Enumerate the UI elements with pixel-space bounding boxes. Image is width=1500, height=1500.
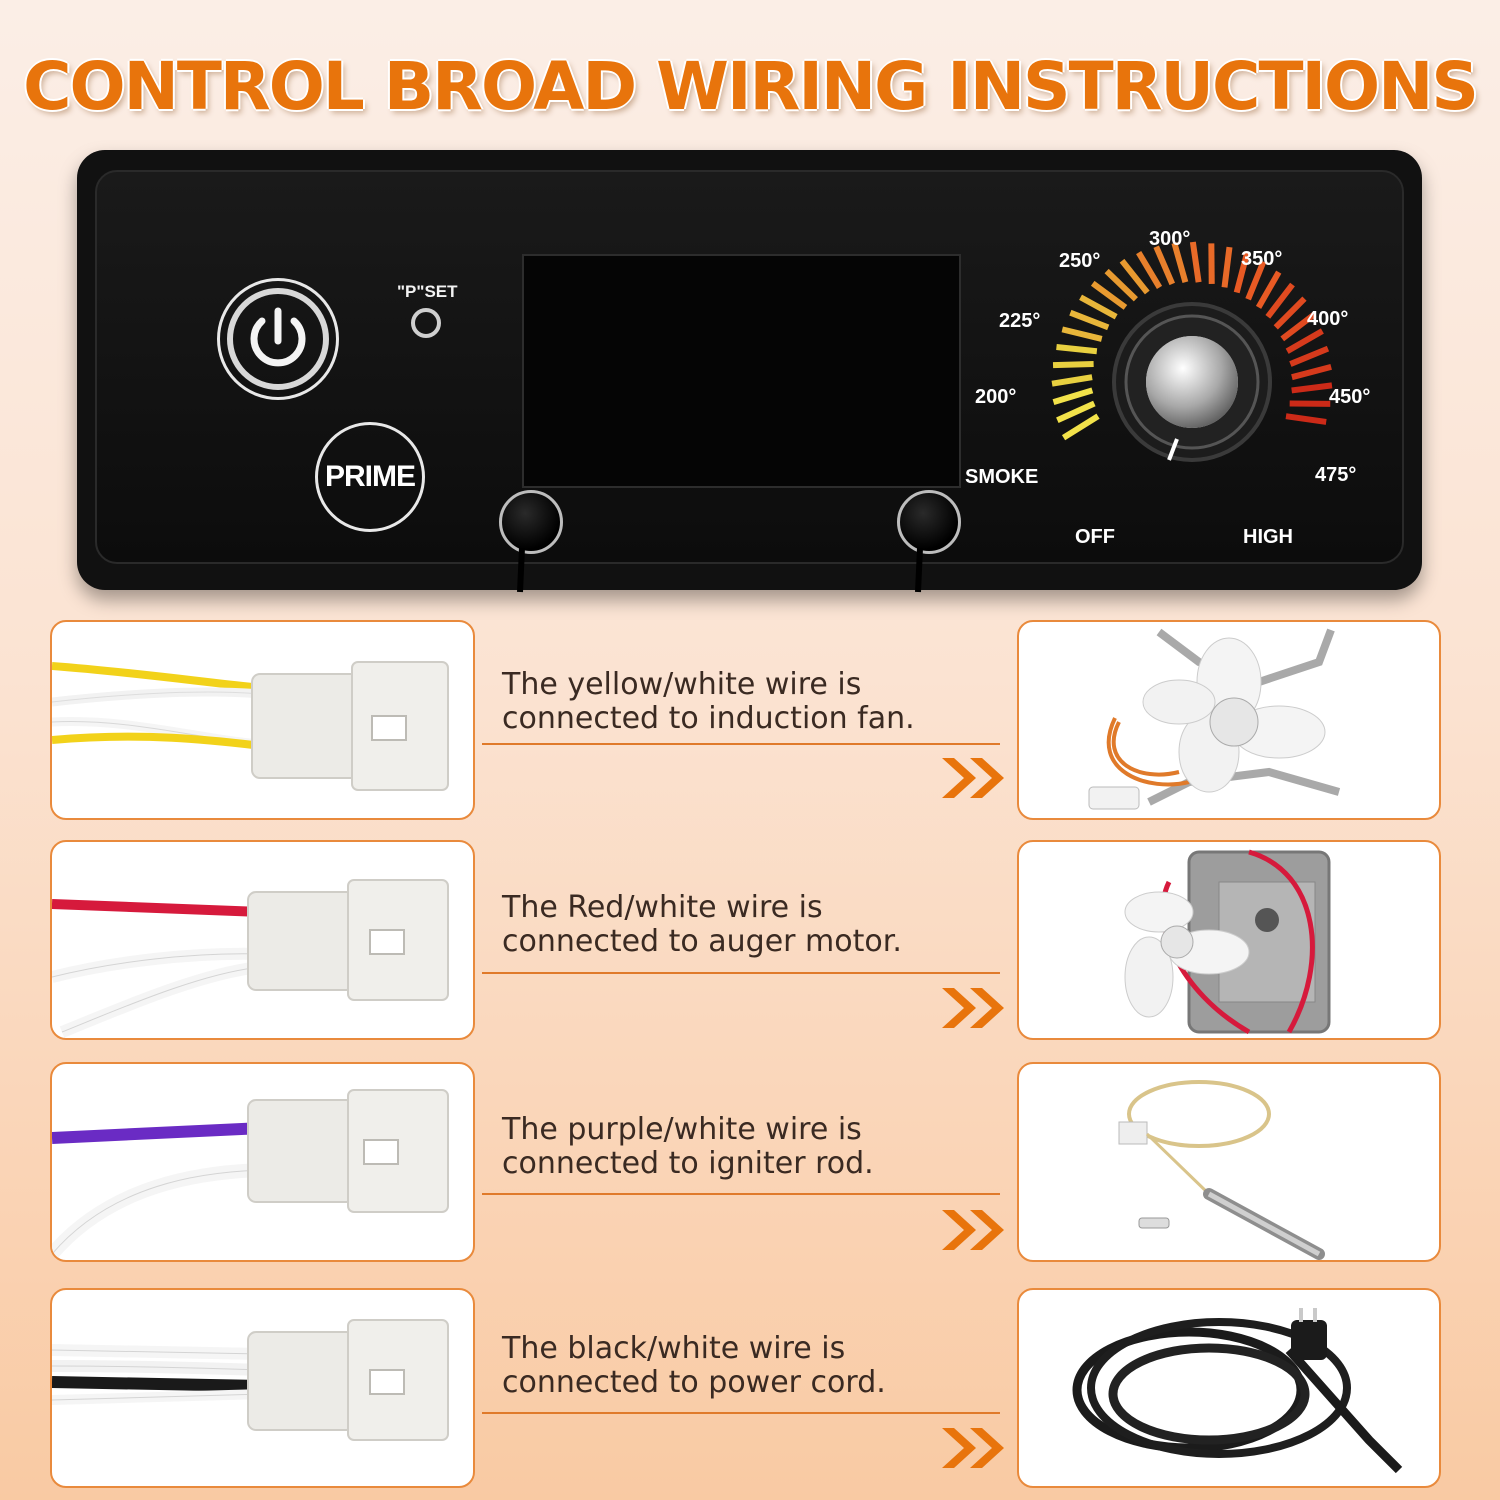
dial-tick [1104, 268, 1138, 302]
probe-cable-right [915, 548, 923, 593]
dial-label-350: 350° [1241, 248, 1283, 270]
induction-fan-image [1088, 628, 1341, 810]
dial-label-450: 450° [1329, 386, 1371, 408]
row-2-divider [482, 972, 1000, 974]
dial-tick [1289, 345, 1330, 367]
page-title: CONTROL BROAD WIRING INSTRUCTIONS [23, 48, 1479, 125]
row-2-line2: connected to auger motor. [502, 924, 902, 959]
panel-face: "P"SET PRIME SMOKE 200° 225° 250° 30 [95, 170, 1404, 564]
connector-image-3 [52, 1089, 449, 1259]
dial-tick [1221, 246, 1233, 288]
dial-label-smoke: SMOKE [965, 466, 1039, 488]
dial-tick [1291, 363, 1332, 381]
dial-tick [1255, 270, 1282, 309]
dial-tick [1056, 400, 1096, 423]
dial-tick [1052, 361, 1094, 369]
row-2-text: The Red/white wire is connected to auger… [502, 891, 1002, 959]
row-4-divider [482, 1412, 1000, 1414]
pset-button[interactable] [411, 308, 441, 338]
dial-label-225: 225° [999, 310, 1041, 332]
part-box-igniter-rod [1017, 1062, 1441, 1262]
power-button[interactable] [217, 278, 339, 400]
connector-image-1 [52, 661, 449, 791]
dial-tick [1285, 413, 1327, 425]
wire-connector-box-3 [50, 1062, 475, 1262]
dial-label-200: 200° [975, 386, 1017, 408]
chevron-right-icon [942, 988, 1004, 1028]
auger-motor-image [1124, 849, 1331, 1035]
dial-tick [1280, 311, 1317, 342]
lcd-display [522, 254, 961, 488]
dial-tick [1079, 294, 1118, 320]
row-1-divider [482, 743, 1000, 745]
dial-tick [1136, 251, 1163, 289]
dial-tick [1245, 260, 1267, 301]
part-box-auger-motor [1017, 840, 1441, 1040]
part-box-power-cord [1017, 1288, 1441, 1488]
row-3-text: The purple/white wire is connected to ig… [502, 1113, 1002, 1181]
dial-tick [1285, 328, 1324, 354]
wire-connector-box-1 [50, 620, 475, 820]
control-board-panel: "P"SET PRIME SMOKE 200° 225° 250° 30 [77, 150, 1422, 593]
dial-tick [1090, 280, 1128, 310]
temperature-dial-arc [1051, 241, 1333, 462]
dial-tick [1189, 241, 1202, 283]
dial-tick [1056, 343, 1098, 355]
chevron-right-icon [942, 1428, 1004, 1468]
row-3-line1: The purple/white wire is [502, 1112, 862, 1147]
connector-image-2 [52, 879, 449, 1038]
dial-tick [1153, 245, 1176, 286]
row-1-text: The yellow/white wire is connected to in… [502, 668, 1002, 736]
power-icon [227, 288, 329, 390]
dial-tick [1052, 387, 1094, 405]
dial-tick [1069, 309, 1110, 331]
row-1-line1: The yellow/white wire is [502, 667, 862, 702]
prime-button[interactable]: PRIME [315, 422, 425, 532]
dial-tick [1273, 296, 1307, 330]
part-box-induction-fan [1017, 620, 1441, 820]
probe-cable-left [517, 548, 525, 593]
chevron-right-icon [942, 758, 1004, 798]
row-3-line2: connected to igniter rod. [502, 1146, 874, 1181]
dial-label-off: OFF [1075, 526, 1115, 548]
dial-tick [1051, 374, 1093, 387]
power-cord-image [1072, 1308, 1403, 1474]
dial-tick [1233, 252, 1250, 294]
row-4-line1: The black/white wire is [502, 1331, 846, 1366]
dial-tick [1171, 242, 1189, 284]
dial-label-400: 400° [1307, 308, 1349, 330]
row-1-line2: connected to induction fan. [502, 701, 915, 736]
wire-connector-box-4 [50, 1288, 475, 1488]
pset-label: "P"SET [397, 282, 458, 301]
dial-label-250: 250° [1059, 250, 1101, 272]
row-3-divider [482, 1193, 1000, 1195]
dial-label-475: 475° [1315, 464, 1357, 486]
row-4-line2: connected to power cord. [502, 1365, 886, 1400]
row-2-line1: The Red/white wire is [502, 890, 823, 925]
dial-label-high: HIGH [1243, 526, 1293, 548]
dial-tick [1265, 282, 1295, 319]
wire-connector-box-2 [50, 840, 475, 1040]
dial-tick [1061, 413, 1100, 441]
connector-image-4 [52, 1319, 449, 1441]
dial-label-300: 300° [1149, 228, 1191, 250]
dial-tick [1291, 382, 1333, 394]
dial-tick [1119, 258, 1150, 295]
igniter-rod-image [1118, 1080, 1325, 1260]
row-4-text: The black/white wire is connected to pow… [502, 1332, 1002, 1400]
chevron-right-icon [942, 1210, 1004, 1250]
probe-port-right [897, 490, 961, 554]
probe-port-left [499, 490, 563, 554]
dial-tick [1061, 326, 1103, 342]
